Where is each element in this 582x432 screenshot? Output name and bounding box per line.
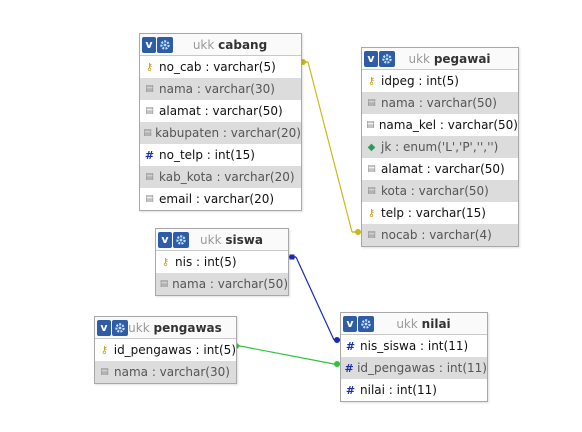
column-icon: ▤ <box>367 164 376 174</box>
column-row[interactable]: ▤ alamat : varchar(50) <box>140 100 301 122</box>
table-header[interactable]: v ukk siswa <box>156 229 288 251</box>
table-pegawai[interactable]: v ukk pegawai ⚷ idpeg : int(5) ▤ nama : var… <box>361 47 519 247</box>
column-label: jk : enum('L','P','','') <box>381 140 499 154</box>
column-row[interactable]: # nilai : int(11) <box>341 379 487 401</box>
column-icon: ▤ <box>143 128 152 138</box>
column-label: telp : varchar(15) <box>381 206 486 220</box>
column-row[interactable]: ⚷ telp : varchar(15) <box>362 202 518 224</box>
diamond-icon: ◆ <box>367 141 376 153</box>
column-row[interactable]: ▤ kota : varchar(50) <box>362 180 518 202</box>
table-title: ukk nilai <box>396 316 451 331</box>
gear-icon[interactable] <box>112 319 128 336</box>
column-icon: ▤ <box>367 186 376 196</box>
column-icon: ▤ <box>366 120 375 130</box>
table-title: ukk pengawas <box>128 320 222 335</box>
key-icon: ⚷ <box>145 61 154 73</box>
column-row[interactable]: ⚷ id_pengawas : int(5) <box>95 339 236 361</box>
column-label: nama : varchar(50) <box>381 96 497 110</box>
table-header[interactable]: v ukk pengawas <box>95 317 236 339</box>
column-row[interactable]: ▤kabupaten : varchar(20) <box>140 122 301 144</box>
column-label: id_pengawas : int(5) <box>113 343 236 357</box>
key-icon: ⚷ <box>161 256 170 268</box>
column-label: alamat : varchar(50) <box>381 162 505 176</box>
relation-cabang-pegawai <box>300 59 361 235</box>
table-nilai[interactable]: v ukk nilai # nis_siswa : int(11) #id_peng… <box>340 312 488 402</box>
column-row[interactable]: ⚷ idpeg : int(5) <box>362 70 518 92</box>
column-row[interactable]: ▤ nama : varchar(50) <box>362 92 518 114</box>
column-label: kota : varchar(50) <box>381 184 489 198</box>
column-label: nis_siswa : int(11) <box>360 339 469 353</box>
column-label: nilai : int(11) <box>360 383 437 397</box>
column-label: nocab : varchar(4) <box>381 228 492 242</box>
column-label: nama : varchar(30) <box>159 82 275 96</box>
column-label: kabupaten : varchar(20) <box>155 126 301 140</box>
column-label: kab_kota : varchar(20) <box>159 170 295 184</box>
table-siswa[interactable]: v ukk siswa ⚷ nis : int(5) ▤nama : varchar… <box>155 228 289 296</box>
column-row[interactable]: ▤ nama : varchar(30) <box>140 78 301 100</box>
column-row[interactable]: ▤nama_kel : varchar(50) <box>362 114 518 136</box>
relation-pengawas-nilai <box>233 343 340 367</box>
column-row[interactable]: ▤nama : varchar(50) <box>156 273 288 295</box>
column-label: nama : varchar(30) <box>114 365 230 379</box>
gear-icon[interactable] <box>173 231 189 248</box>
gear-icon[interactable] <box>157 36 173 53</box>
column-icon: ▤ <box>100 367 109 377</box>
key-icon: ⚷ <box>367 207 376 219</box>
column-row[interactable]: ▤ nocab : varchar(4) <box>362 224 518 246</box>
column-icon: ▤ <box>145 172 154 182</box>
table-header[interactable]: v ukk cabang <box>140 34 301 56</box>
column-row[interactable]: #id_pengawas : int(11) <box>341 357 487 379</box>
column-row[interactable]: ▤ email : varchar(20) <box>140 188 301 210</box>
toggle-columns-button[interactable]: v <box>97 319 111 336</box>
gear-icon[interactable] <box>358 315 374 332</box>
column-icon: ▤ <box>145 194 154 204</box>
hash-icon: # <box>144 148 155 162</box>
table-title: ukk siswa <box>200 232 263 247</box>
column-icon: ▤ <box>159 279 169 289</box>
table-header[interactable]: v ukk nilai <box>341 313 487 335</box>
column-label: alamat : varchar(50) <box>159 104 283 118</box>
key-icon: ⚷ <box>367 75 376 87</box>
column-icon: ▤ <box>367 98 376 108</box>
column-icon: ▤ <box>145 106 154 116</box>
table-header[interactable]: v ukk pegawai <box>362 48 518 70</box>
column-label: email : varchar(20) <box>159 192 275 206</box>
toggle-columns-button[interactable]: v <box>158 231 172 248</box>
hash-icon: # <box>345 383 356 397</box>
column-label: nama_kel : varchar(50) <box>378 118 518 132</box>
column-label: no_cab : varchar(5) <box>159 60 276 74</box>
table-pengawas[interactable]: v ukk pengawas ⚷ id_pengawas : int(5) ▤ nam… <box>94 316 237 384</box>
table-title: ukk pegawai <box>408 51 491 66</box>
column-icon: ▤ <box>367 230 376 240</box>
column-row[interactable]: ⚷ nis : int(5) <box>156 251 288 273</box>
table-cabang[interactable]: v ukk cabang ⚷ no_cab : varchar(5) ▤ nama :… <box>139 33 302 211</box>
column-label: id_pengawas : int(11) <box>357 361 487 375</box>
column-row[interactable]: ▤ nama : varchar(30) <box>95 361 236 383</box>
column-row[interactable]: ⚷ no_cab : varchar(5) <box>140 56 301 78</box>
column-label: nama : varchar(50) <box>172 277 288 291</box>
toggle-columns-button[interactable]: v <box>142 36 156 53</box>
key-icon: ⚷ <box>100 344 109 356</box>
column-label: no_telp : int(15) <box>159 148 255 162</box>
column-row[interactable]: ▤ kab_kota : varchar(20) <box>140 166 301 188</box>
column-label: idpeg : int(5) <box>381 74 459 88</box>
toggle-columns-button[interactable]: v <box>364 50 378 67</box>
column-icon: ▤ <box>145 84 154 94</box>
column-row[interactable]: # nis_siswa : int(11) <box>341 335 487 357</box>
column-label: nis : int(5) <box>175 255 237 269</box>
column-row[interactable]: # no_telp : int(15) <box>140 144 301 166</box>
hash-icon: # <box>344 361 354 375</box>
relation-siswa-nilai <box>287 254 340 343</box>
column-row[interactable]: ◆ jk : enum('L','P','','') <box>362 136 518 158</box>
hash-icon: # <box>345 339 356 353</box>
table-title: ukk cabang <box>192 37 268 52</box>
gear-icon[interactable] <box>379 50 395 67</box>
toggle-columns-button[interactable]: v <box>343 315 357 332</box>
column-row[interactable]: ▤ alamat : varchar(50) <box>362 158 518 180</box>
